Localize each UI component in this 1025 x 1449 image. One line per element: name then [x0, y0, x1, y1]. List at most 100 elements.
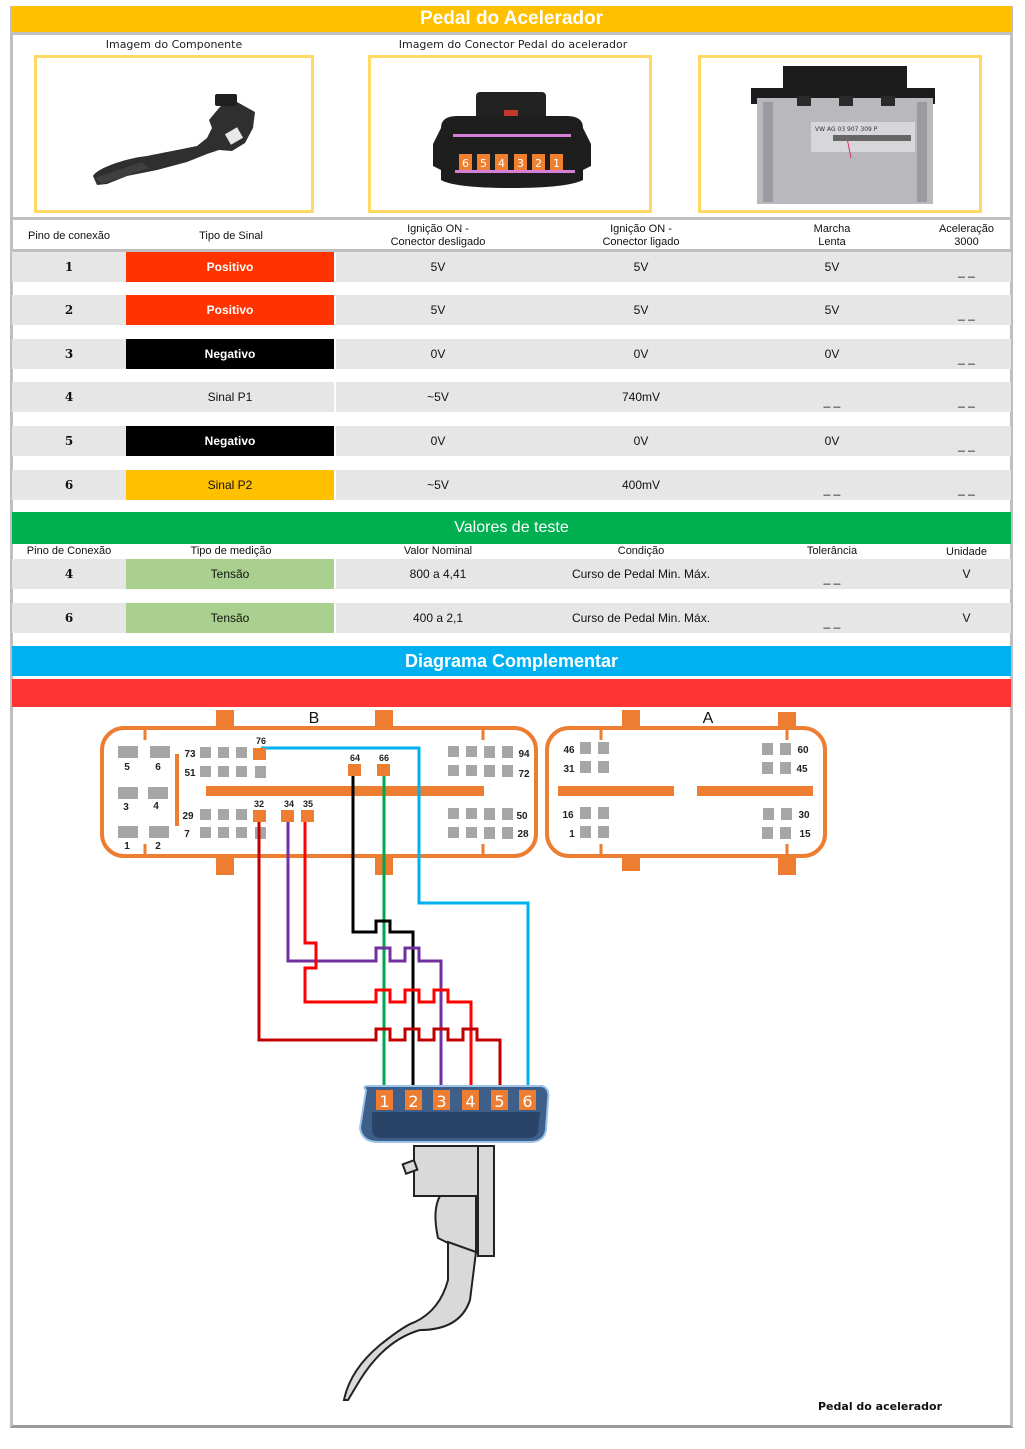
- header-line: Ignição ON -: [610, 223, 672, 235]
- pin-label: 5: [124, 762, 130, 773]
- wire-red: [303, 818, 473, 1092]
- header-line: Tipo de Sinal: [199, 230, 263, 242]
- pin-label: 28: [517, 829, 529, 840]
- component-image-caption: Imagem do Componente: [105, 38, 243, 51]
- pedal-pin-label: 2: [408, 1092, 418, 1111]
- pin-label: 30: [798, 810, 810, 821]
- cell-idle: _ _: [742, 382, 922, 412]
- cell-idle: 5V: [742, 295, 922, 325]
- cell-accel: _ _: [922, 382, 1011, 412]
- cell-signal: Negativo: [126, 339, 334, 369]
- cell-pin: 1: [12, 252, 126, 282]
- connector-a-label: A: [703, 710, 714, 727]
- cell-signal: Sinal P1: [126, 382, 334, 412]
- pin-label: 7: [184, 829, 190, 840]
- connector-a: A 46 31 16 1 60 45 30 15: [545, 710, 827, 875]
- cell-ign-off: ~5V: [336, 382, 540, 412]
- photo-pin-label: 4: [498, 157, 505, 170]
- connector-photo-icon: 6 5 4 3 2 1: [433, 92, 591, 188]
- test-cell-nominal: 400 a 2,1: [336, 603, 540, 633]
- cell-pin: 3: [12, 339, 126, 369]
- cell-accel: _ _: [922, 295, 1011, 325]
- pedal-pin-label: 6: [522, 1092, 532, 1111]
- pedal-connector: 1 2 3 4 5 6: [358, 1085, 550, 1143]
- component-image: [34, 55, 314, 213]
- diagram-footer-label: Pedal do acelerador: [818, 1400, 943, 1413]
- test-table-header: Tipo de medição: [190, 545, 272, 557]
- cell-accel: _ _: [922, 252, 1011, 282]
- divider: [12, 249, 1011, 252]
- pedal-pin-label: 1: [379, 1092, 389, 1111]
- pedal-photo-icon: [93, 94, 255, 185]
- header-line: Ignição ON -: [407, 223, 469, 235]
- pin-label: 15: [799, 829, 811, 840]
- pin-label: 31: [563, 764, 575, 775]
- pin-label: 16: [562, 810, 574, 821]
- header-line: Aceleração: [938, 223, 995, 235]
- connector-b-label: B: [309, 710, 320, 727]
- pin-label: 72: [518, 769, 530, 780]
- header-line: Marcha: [813, 223, 851, 235]
- test-values-title: Valores de teste: [12, 512, 1011, 544]
- pin-label: 66: [379, 753, 389, 763]
- ecu-image: VW AG 03 907 309 P: [698, 55, 982, 213]
- ecu-label: VW AG 03 907 309 P: [815, 126, 878, 133]
- pin-label: 3: [123, 802, 129, 813]
- test-cell-pin: 4: [12, 559, 126, 589]
- test-cell-type: Tensão: [126, 603, 334, 633]
- cell-ign-on: 400mV: [540, 470, 742, 500]
- pin-label: 51: [184, 768, 196, 779]
- photo-pin-label: 6: [462, 157, 469, 170]
- cell-accel: _ _: [922, 470, 1011, 500]
- cell-pin: 5: [12, 426, 126, 456]
- pedal-pin-label: 4: [465, 1092, 475, 1111]
- header-line: Lenta: [818, 236, 846, 248]
- wires: [257, 746, 530, 1092]
- highlighted-ecu-pins: 76 64 66 32 34 35: [253, 736, 390, 822]
- pin-label: 60: [797, 745, 809, 756]
- cell-accel: _ _: [922, 339, 1011, 369]
- cell-idle: 0V: [742, 426, 922, 456]
- cell-ign-on: 740mV: [540, 382, 742, 412]
- divider: [12, 217, 1011, 220]
- wire-black: [351, 775, 415, 1092]
- test-cell-tolerance: _ _: [742, 603, 922, 633]
- test-cell-nominal: 800 a 4,41: [336, 559, 540, 589]
- test-cell-tolerance: _ _: [742, 559, 922, 589]
- test-cell-unit: V: [922, 559, 1011, 589]
- wire-dark-red: [257, 818, 502, 1092]
- wire-blue: [261, 746, 530, 1092]
- photo-pin-label: 1: [553, 157, 560, 170]
- connector-image-caption: Imagem do Conector Pedal do acelerador: [398, 38, 628, 51]
- wire-purple: [286, 818, 443, 1092]
- photo-pin-label: 5: [480, 157, 487, 170]
- pin-label: 50: [516, 811, 528, 822]
- page-frame: [10, 6, 1013, 1428]
- test-table-header: Tolerância: [806, 545, 858, 557]
- pin-label: 73: [184, 749, 196, 760]
- cell-pin: 6: [12, 470, 126, 500]
- pin-label: 64: [350, 753, 360, 763]
- header-line: 3000: [954, 236, 979, 248]
- pin-label: 45: [796, 764, 808, 775]
- test-cell-condition: Curso de Pedal Min. Máx.: [540, 603, 742, 633]
- pin-table-header: Tipo de Sinal: [126, 230, 336, 243]
- header-line: Pino de conexão: [28, 230, 110, 242]
- cell-ign-on: 0V: [540, 339, 742, 369]
- pin-label: 6: [155, 762, 161, 773]
- pin-label: 32: [254, 799, 264, 809]
- test-cell-unit: V: [922, 603, 1011, 633]
- pin-label: 2: [155, 841, 161, 852]
- cell-ign-off: ~5V: [336, 470, 540, 500]
- cell-idle: _ _: [742, 470, 922, 500]
- test-cell-pin: 6: [12, 603, 126, 633]
- cell-ign-on: 5V: [540, 252, 742, 282]
- wiring-diagram: B 5 6 3 4 1 2 73 51 29 7 94 72 50 28: [100, 710, 827, 1401]
- cell-signal: Positivo: [126, 252, 334, 282]
- header-line: Conector ligado: [602, 236, 680, 248]
